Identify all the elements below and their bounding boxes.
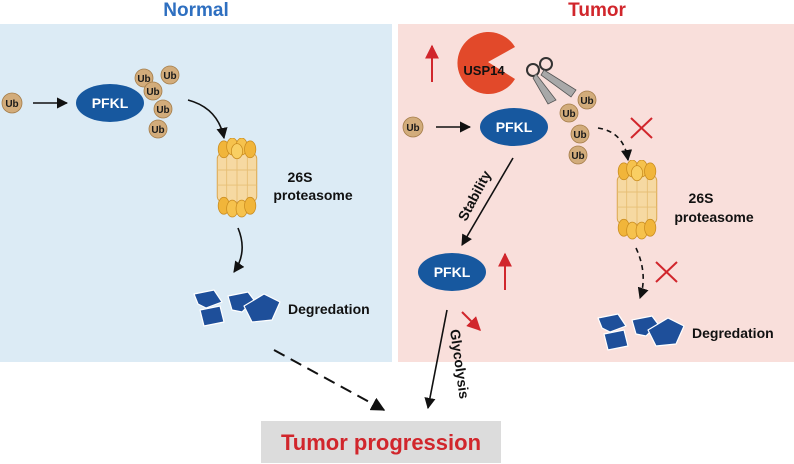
glycolysis-up-arrow-icon [461, 311, 481, 331]
scissors-icon [526, 57, 577, 105]
svg-text:Ub: Ub [571, 151, 584, 162]
normal-title: Normal [163, 0, 228, 21]
svg-text:Ub: Ub [163, 71, 176, 82]
outcome-box [261, 421, 501, 463]
svg-text:PFKL: PFKL [496, 119, 533, 135]
pfkl-tumor: PFKL [480, 108, 548, 146]
usp14-enzyme: USP14 [457, 31, 515, 94]
proteasome-label-normal-1: 26S [288, 169, 313, 185]
pfkl-stabilized: PFKL [418, 253, 486, 291]
svg-text:PFKL: PFKL [434, 264, 471, 280]
degradation-label-normal: Degredation [288, 301, 370, 317]
proteasome-label-tumor-2: proteasome [674, 209, 754, 225]
svg-text:USP14: USP14 [463, 63, 505, 78]
degradation-label-tumor: Degredation [692, 325, 774, 341]
ub-free-tumor: Ub [402, 116, 424, 138]
tumor-panel [398, 24, 794, 362]
proteasome-label-tumor-1: 26S [689, 190, 714, 206]
pfkl-normal: PFKL [76, 84, 144, 122]
svg-text:Ub: Ub [580, 96, 593, 107]
normal-panel [0, 24, 392, 362]
inhibition-cross-icon-1 [630, 117, 653, 139]
proteasome-icon-normal [216, 138, 258, 218]
svg-text:Ub: Ub [562, 109, 575, 120]
glycolysis-arrow [424, 309, 448, 410]
ub-chain-tumor: Ub Ub Ub Ub [559, 90, 597, 165]
svg-text:Ub: Ub [146, 87, 159, 98]
inhibition-cross-icon-2 [655, 261, 678, 283]
ub-free-normal: Ub [1, 92, 23, 114]
svg-text:Ub: Ub [406, 123, 419, 134]
dashed-arrow-to-degradation-tumor [635, 247, 649, 300]
dashed-arrow-to-proteasome-tumor [597, 127, 633, 162]
proteasome-label-normal-2: proteasome [273, 187, 353, 203]
normal-to-progression-arrow [273, 349, 386, 411]
svg-text:Ub: Ub [573, 130, 586, 141]
stability-arrow [461, 157, 514, 246]
arrow-to-proteasome-normal [187, 99, 228, 140]
svg-text:Ub: Ub [137, 74, 150, 85]
svg-text:Ub: Ub [151, 125, 164, 136]
arrow-to-degradation-normal [233, 227, 245, 273]
ub-chain-normal: Ub Ub Ub Ub Ub [134, 65, 180, 139]
svg-text:Ub: Ub [5, 99, 18, 110]
tumor-title: Tumor [568, 0, 626, 21]
proteasome-icon-tumor [616, 160, 658, 240]
outcome-text: Tumor progression [281, 430, 481, 455]
svg-text:PFKL: PFKL [92, 95, 129, 111]
svg-text:Ub: Ub [156, 105, 169, 116]
